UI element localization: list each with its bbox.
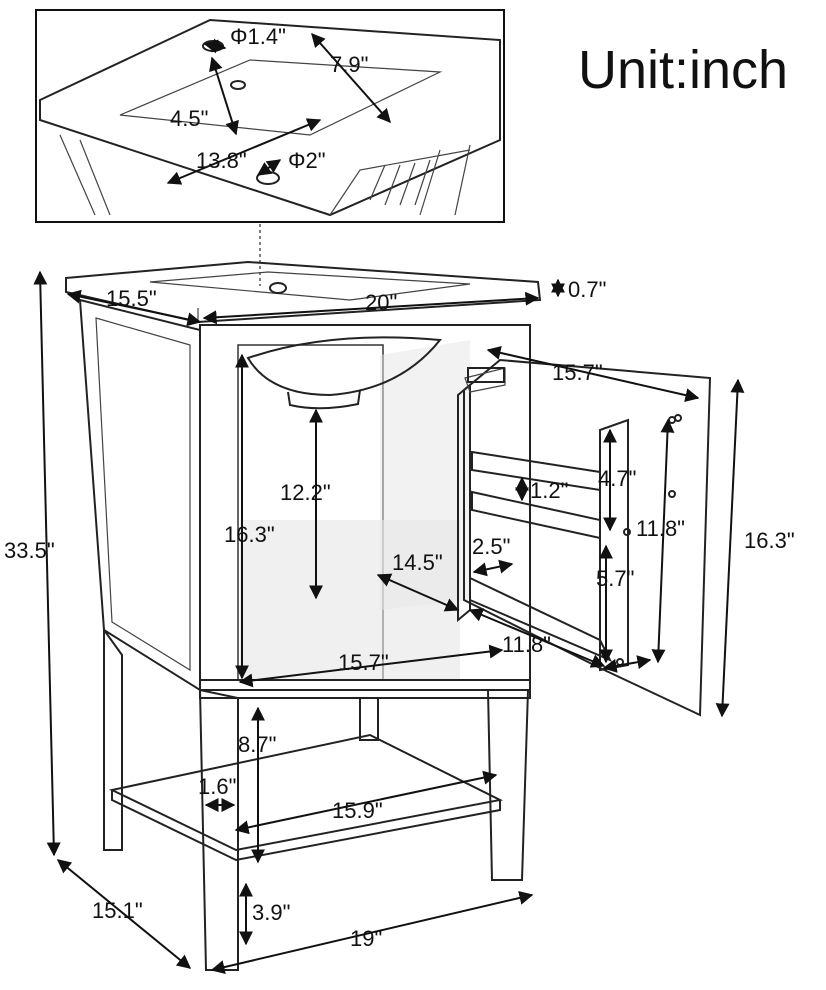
label-rack-depth: 2.5" <box>472 534 510 559</box>
cabinet-frame <box>199 324 531 691</box>
label-rack-bottom-gap: 5.7" <box>596 566 634 591</box>
label-basin-depth: 7.9" <box>330 52 368 77</box>
inset-detail: Φ1.4" 7.9" 4.5" 13.8" Φ2" <box>35 9 505 223</box>
label-rail-gap: 1.2" <box>530 478 568 503</box>
label-base-width: 19" <box>350 926 382 951</box>
unit-label: Unit:inch <box>578 40 788 100</box>
label-top-width: 20" <box>365 290 397 315</box>
label-basin-width: 13.8" <box>196 148 247 173</box>
countertop <box>65 260 542 324</box>
label-basin-offset: 4.5" <box>170 106 208 131</box>
bottom-shelf <box>108 733 504 852</box>
label-door-width: 15.7" <box>552 360 603 385</box>
label-sink-clearance: 12.2" <box>280 480 331 505</box>
rack-side <box>599 418 629 672</box>
label-rack-width: 11.8" <box>502 632 551 657</box>
label-shelf-gap: 8.7" <box>238 732 276 757</box>
label-rack-top-gap: 4.7" <box>598 466 636 491</box>
label-door-height: 16.3" <box>744 528 795 553</box>
label-inner-height: 16.3" <box>224 522 275 547</box>
leg-front-right <box>486 689 530 881</box>
label-base-depth: 15.1" <box>92 898 143 923</box>
dimension-lines <box>33 270 745 974</box>
label-total-height: 33.5" <box>4 538 55 563</box>
label-inner-width: 15.7" <box>338 650 389 675</box>
leg-front-left <box>198 688 239 971</box>
label-inner-depth: 14.5" <box>392 550 443 575</box>
sink-bowl <box>246 336 442 397</box>
label-leg-height: 3.9" <box>252 900 290 925</box>
label-rack-height: 11.8" <box>636 516 685 541</box>
label-drain-hole: Φ2" <box>288 148 326 173</box>
label-top-depth: 15.5" <box>106 286 157 311</box>
dimension-labels: 15.5" 20" 0.7" 33.5" 16.3" 12.2" 14.5" 1… <box>4 277 795 951</box>
label-faucet-hole: Φ1.4" <box>230 24 286 49</box>
label-shelf-inset: 1.6" <box>198 774 236 799</box>
leg-back-left <box>103 626 123 851</box>
label-shelf-width: 15.9" <box>332 798 383 823</box>
label-top-thickness: 0.7" <box>568 277 606 302</box>
